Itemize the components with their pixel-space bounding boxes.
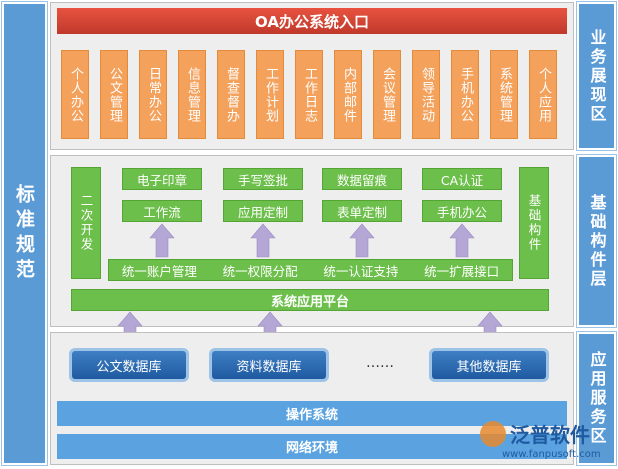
base-component-label: 基础构件 xyxy=(526,194,542,252)
module-label: 日常办公 xyxy=(146,66,161,123)
component-layer-label: 基础构件层 xyxy=(587,193,607,289)
module-supervision: 督查督办 xyxy=(217,50,245,139)
unified-bar: 统一账户管理 统一权限分配 统一认证支持 统一扩展接口 xyxy=(108,259,513,281)
module-label: 公文管理 xyxy=(107,66,122,123)
module-work-plan: 工作计划 xyxy=(256,50,284,139)
component-data-trace: 数据留痕 xyxy=(322,168,402,190)
module-personal-office: 个人办公 xyxy=(61,50,89,139)
brand-logo-icon xyxy=(480,421,506,447)
secondary-development-box: 二次开发 xyxy=(71,167,101,279)
brand-url: www.fanpusoft.com xyxy=(502,449,601,460)
module-label: 个人应用 xyxy=(536,66,551,123)
brand-watermark: 泛普软件 www.fanpusoft.com xyxy=(480,419,614,465)
business-zone-label: 业务展现区 xyxy=(587,28,607,124)
unified-auth-support: 统一认证支持 xyxy=(323,263,399,279)
secondary-development-label: 二次开发 xyxy=(78,194,94,252)
database-documents: 公文数据库 xyxy=(72,351,186,379)
module-label: 领导活动 xyxy=(419,66,434,123)
module-label: 督查督办 xyxy=(224,66,239,123)
module-mobile-office: 手机办公 xyxy=(451,50,479,139)
module-label: 内部邮件 xyxy=(341,66,356,123)
operating-system-bar: 操作系统 xyxy=(57,401,567,426)
component-form-customization: 表单定制 xyxy=(322,200,402,222)
module-internal-mail: 内部邮件 xyxy=(334,50,362,139)
standards-label-bar: 标准规范 xyxy=(2,2,47,465)
ellipsis: …… xyxy=(366,355,394,371)
database-materials: 资料数据库 xyxy=(212,351,326,379)
module-document-management: 公文管理 xyxy=(100,50,128,139)
component-ca-auth: CA认证 xyxy=(422,168,502,190)
standards-label: 标准规范 xyxy=(13,183,35,284)
module-label: 个人办公 xyxy=(68,66,83,123)
module-leader-activities: 领导活动 xyxy=(412,50,440,139)
module-label: 工作计划 xyxy=(263,66,278,123)
module-label: 信息管理 xyxy=(185,66,200,123)
module-daily-office: 日常办公 xyxy=(139,50,167,139)
module-label: 系统管理 xyxy=(497,66,512,123)
business-zone-label-bar: 业务展现区 xyxy=(577,2,616,150)
system-app-platform: 系统应用平台 xyxy=(71,289,549,311)
module-information-management: 信息管理 xyxy=(178,50,206,139)
component-layer-label-bar: 基础构件层 xyxy=(577,155,616,327)
module-work-log: 工作日志 xyxy=(295,50,323,139)
brand-name: 泛普软件 xyxy=(510,423,590,447)
component-mobile-office: 手机办公 xyxy=(422,200,502,222)
unified-permission-allocation: 统一权限分配 xyxy=(222,263,298,279)
module-system-management: 系统管理 xyxy=(490,50,518,139)
unified-extension-interface: 统一扩展接口 xyxy=(424,263,500,279)
database-others: 其他数据库 xyxy=(432,351,546,379)
component-workflow: 工作流 xyxy=(122,200,202,222)
module-personal-apps: 个人应用 xyxy=(529,50,557,139)
module-label: 工作日志 xyxy=(302,66,317,123)
component-handwritten-approval: 手写签批 xyxy=(223,168,303,190)
base-component-box: 基础构件 xyxy=(519,167,549,279)
service-zone-label-bar: 应用服务区 xyxy=(577,332,616,465)
component-e-seal: 电子印章 xyxy=(122,168,202,190)
component-app-customization: 应用定制 xyxy=(223,200,303,222)
module-label: 手机办公 xyxy=(458,66,473,123)
oa-entry-title: OA办公系统入口 xyxy=(57,8,567,34)
service-zone-label: 应用服务区 xyxy=(587,351,607,446)
unified-account-management: 统一账户管理 xyxy=(121,263,197,279)
module-meeting-management: 会议管理 xyxy=(373,50,401,139)
module-label: 会议管理 xyxy=(380,66,395,123)
